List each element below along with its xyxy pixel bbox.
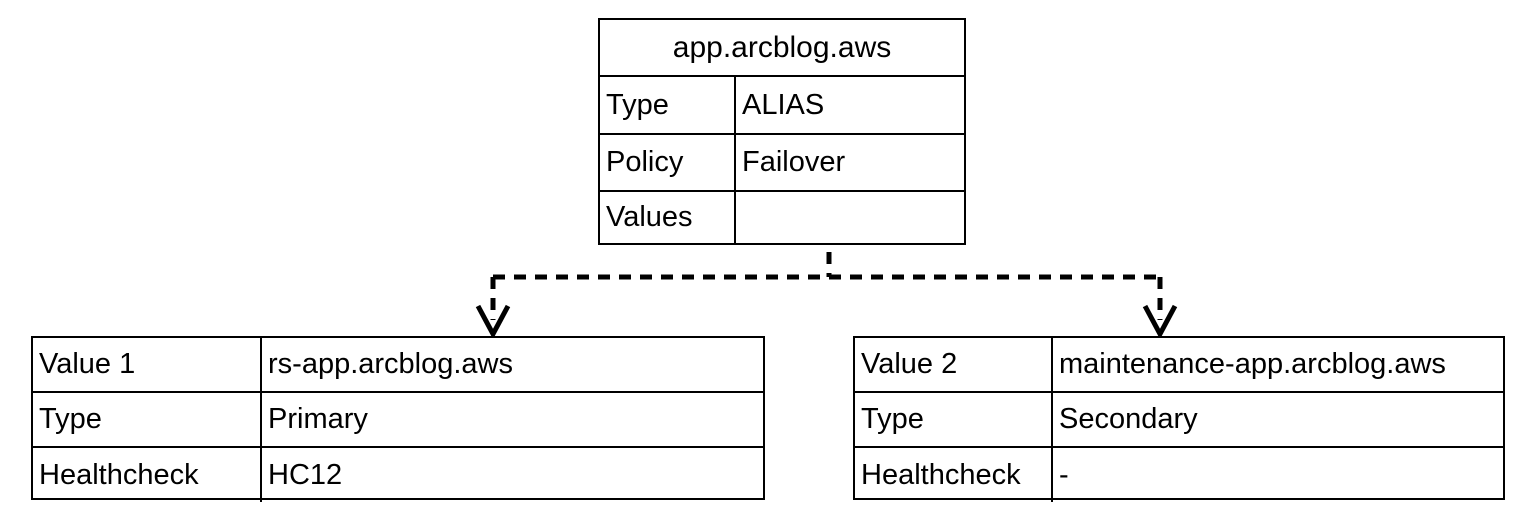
record-node-value-1: Value 1 rs-app.arcblog.aws Type Primary … [31,336,765,502]
table-row: Value 1 rs-app.arcblog.aws [33,338,763,393]
row-label-policy: Policy [600,135,736,190]
table-row: Type ALIAS [600,77,964,135]
arrow-to-value-2-icon [1142,304,1178,340]
table-row-header: app.arcblog.aws [600,20,964,77]
row-label-value-2: Value 2 [855,338,1053,391]
record-name-header: app.arcblog.aws [672,30,892,64]
row-value-value-1: rs-app.arcblog.aws [268,348,513,380]
record-node-value-2: Value 2 maintenance-app.arcblog.aws Type… [853,336,1505,502]
table-row: Healthcheck - [855,448,1503,502]
row-label-healthcheck: Healthcheck [33,448,262,502]
row-value-type: Secondary [1059,403,1198,435]
row-value-type: Primary [268,403,368,435]
row-value-healthcheck: HC12 [268,458,343,491]
row-label-type: Type [600,77,736,133]
row-label-type: Type [33,393,262,446]
row-label-healthcheck: Healthcheck [855,448,1053,502]
row-label-type: Type [855,393,1053,446]
table-row: Healthcheck HC12 [33,448,763,502]
record-node-app-arcblog-aws: app.arcblog.aws Type ALIAS Policy Failov… [598,18,966,245]
row-value-policy: Failover [742,146,846,178]
table-row: Value 2 maintenance-app.arcblog.aws [855,338,1503,393]
table-row: Type Primary [33,393,763,448]
table-row: Type Secondary [855,393,1503,448]
row-value-type: ALIAS [742,88,825,121]
row-label-value-1: Value 1 [33,338,262,391]
row-label-values: Values [600,192,736,243]
row-value-value-2: maintenance-app.arcblog.aws [1059,348,1446,380]
table-row: Values [600,192,964,243]
row-value-healthcheck: - [1059,458,1069,491]
arrow-to-value-1-icon [475,304,511,340]
table-row: Policy Failover [600,135,964,192]
row-value-values [736,192,964,243]
